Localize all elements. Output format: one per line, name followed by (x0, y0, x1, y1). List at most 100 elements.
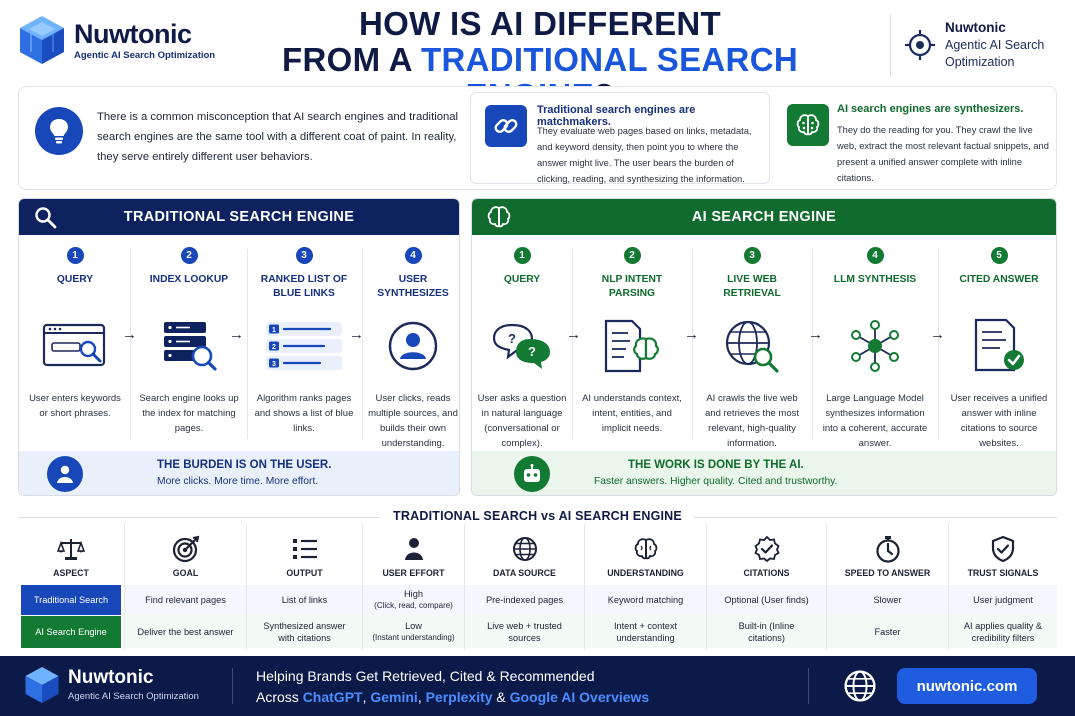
document-brain-icon (580, 315, 684, 377)
footer-brand-logo[interactable]: Nuwtonic Agentic AI Search Optimization (24, 665, 199, 705)
step-divider (247, 249, 248, 439)
row-label-ai: AI Search Engine (21, 616, 121, 648)
step-number: 2 (623, 247, 641, 264)
traditional-step-user-synthesizes: 4 USER SYNTHESIZES User clicks, reads mu… (365, 247, 459, 451)
step-number: 4 (404, 247, 422, 264)
row-label-traditional: Traditional Search (21, 585, 121, 615)
cell-ai: Built-in (Inline citations) (707, 615, 826, 648)
work-subtext: Faster answers. Higher quality. Cited an… (594, 476, 838, 487)
comparison-col-data-source: DATA SOURCE Pre-indexed pages Live web +… (464, 524, 584, 650)
website-link-button[interactable]: nuwtonic.com (897, 668, 1037, 704)
cell-traditional: Slower (827, 585, 948, 615)
title-line-1: HOW IS AI DIFFERENT (359, 5, 721, 42)
traditional-summary-head: Traditional search engines are matchmake… (537, 104, 696, 128)
cell-note: (Click, read, compare) (374, 601, 453, 610)
ranked-list-icon: 1 2 3 (251, 315, 357, 377)
title-from: FROM A (282, 41, 421, 78)
step-description: Large Language Model synthesizes informa… (822, 393, 928, 449)
step-divider (692, 249, 693, 439)
cell-ai: Live web + trusted sources (465, 615, 584, 648)
right-brand-sub-2: Optimization (945, 55, 1015, 69)
comparison-col-aspect: ASPECT Traditional Search AI Search Engi… (18, 524, 124, 650)
column-heading: USER EFFORT (382, 568, 445, 578)
cube-logo-icon (20, 16, 64, 64)
scale-icon (18, 534, 124, 564)
work-heading: THE WORK IS DONE BY THE AI. (628, 459, 804, 471)
ai-summary-body: They do the reading for you. They crawl … (837, 125, 1049, 183)
globe-icon (844, 670, 876, 702)
tag-perplexity: Perplexity (425, 689, 493, 705)
comparison-col-understanding: UNDERSTANDING Keyword matching Intent + … (584, 524, 706, 650)
step-title: USER SYNTHESIZES (377, 274, 449, 299)
robot-icon (514, 456, 550, 492)
divider-line (18, 517, 380, 518)
cell-main: High (404, 589, 423, 599)
step-title: INDEX LOOKUP (149, 274, 229, 285)
footer-brand-name: Nuwtonic (68, 667, 154, 688)
comparison-table: ASPECT Traditional Search AI Search Engi… (18, 524, 1057, 650)
comparison-col-user-effort: USER EFFORT High (Click, read, compare) L… (362, 524, 464, 650)
step-description: User asks a question in natural language… (477, 393, 567, 449)
column-heading: CITATIONS (743, 568, 790, 578)
target-icon (125, 534, 246, 564)
cell-ai: Synthesized answer with citations (247, 615, 362, 648)
cell-traditional: Optional (User finds) (707, 585, 826, 615)
step-title: CITED ANSWER (959, 274, 1039, 285)
intro-text: There is a common misconception that AI … (97, 111, 459, 163)
footer: Nuwtonic Agentic AI Search Optimization … (0, 656, 1075, 716)
cell-traditional: User judgment (949, 585, 1057, 615)
tag-gemini: Gemini (370, 689, 418, 705)
ai-summary-card: AI search engines are synthesizers. They… (775, 92, 1055, 184)
brain-icon (585, 534, 706, 564)
step-divider (572, 249, 573, 439)
cell-ai: Faster (827, 615, 948, 648)
ai-panel-title: AI SEARCH ENGINE (691, 209, 837, 225)
brand-name: Nuwtonic (74, 18, 192, 49)
page-title: HOW IS AI DIFFERENT FROM A TRADITIONAL S… (230, 6, 850, 114)
burden-heading: THE BURDEN IS ON THE USER. (157, 459, 332, 471)
step-number: 3 (295, 247, 313, 264)
cell-traditional: High (Click, read, compare) (363, 585, 464, 615)
globe-icon (465, 534, 584, 564)
traditional-step-ranked-links: 3 RANKED LIST OF BLUE LINKS 1 2 3 (251, 247, 357, 436)
step-description: User receives a unified answer with inli… (950, 393, 1048, 449)
svg-text:?: ? (528, 344, 536, 359)
right-brand-name: Nuwtonic (945, 20, 1006, 35)
brand-logo-right[interactable]: Nuwtonic Agentic AI Search Optimization (890, 14, 1070, 76)
traditional-panel-header: TRADITIONAL SEARCH ENGINE (19, 199, 459, 235)
lightbulb-icon (35, 107, 83, 155)
person-icon (363, 534, 464, 564)
stopwatch-icon (827, 534, 948, 564)
step-title: NLP INTENT PARSING (601, 274, 663, 299)
arrow-right-icon: → (349, 326, 364, 343)
shield-check-icon (949, 534, 1057, 564)
brand-logo[interactable]: Nuwtonic Agentic AI Search Optimization (18, 14, 215, 66)
header: Nuwtonic Agentic AI Search Optimization … (0, 0, 1075, 114)
step-divider (362, 249, 363, 439)
footer-divider (232, 668, 233, 704)
step-description: Algorithm ranks pages and shows a list o… (254, 393, 354, 434)
footer-brand-tagline: Agentic AI Search Optimization (68, 691, 199, 702)
column-heading: GOAL (172, 568, 199, 578)
tag-separator: , (417, 689, 426, 705)
burden-subtext: More clicks. More time. More effort. (157, 476, 319, 487)
badge-check-icon (707, 534, 826, 564)
cell-main: Low (405, 620, 422, 631)
comparison-title: TRADITIONAL SEARCH vs AI SEARCH ENGINE (393, 509, 682, 523)
cell-ai: AI applies quality & credibility filters (949, 615, 1057, 648)
ai-panel: AI SEARCH ENGINE 1 QUERY ? ? User asks a… (471, 198, 1057, 496)
tag-ampersand: & (492, 689, 510, 705)
list-icon (247, 534, 362, 564)
tag-across: Across (256, 689, 303, 705)
footer-tagline: Helping Brands Get Retrieved, Cited & Re… (256, 666, 649, 708)
list-number: 3 (272, 361, 276, 368)
search-icon (35, 207, 57, 229)
tag-chatgpt: ChatGPT (302, 689, 363, 705)
step-number: 2 (180, 247, 198, 264)
step-description: User clicks, reads multiple sources, and… (368, 393, 458, 449)
footer-divider (808, 668, 809, 704)
step-description: AI understands context, intent, entities… (582, 393, 682, 434)
brain-icon (487, 206, 511, 228)
cell-ai: Low(Instant understanding) (363, 615, 464, 648)
